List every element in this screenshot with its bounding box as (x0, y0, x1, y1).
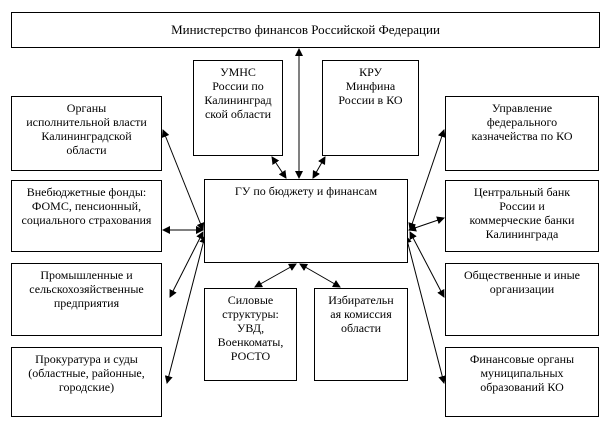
arrow-siloviye-gu (254, 263, 297, 288)
arrow-cb-gu (408, 216, 445, 232)
siloviye-box: Силовые структуры: УВД, Военкоматы, РОСТ… (204, 288, 297, 381)
izbirkom-box: Избирательн ая комиссия области (314, 288, 408, 381)
public-orgs-box: Общественные и иные организации (445, 263, 599, 336)
gu-box: ГУ по бюджету и финансам (204, 179, 408, 263)
executive-box: Органы исполнительной власти Калининград… (11, 96, 162, 171)
arrow-mun-gu (403, 235, 447, 384)
funds-box: Внебюджетные фонды: ФОМС, пенсионный, со… (11, 180, 162, 252)
arrow-treasury-gu (408, 129, 446, 231)
kru-box: КРУ Минфина России в КО (322, 60, 419, 156)
umns-box: УМНС России по Калининград ской области (193, 60, 283, 156)
arrow-umns-gu (271, 156, 287, 179)
central-bank-box: Центральный банк России и коммерческие б… (445, 180, 599, 252)
arrow-exec-gu (161, 129, 205, 231)
ministry-box: Министерство финансов Российской Федерац… (11, 12, 600, 48)
arrow-kru-gu (312, 156, 326, 179)
arrow-orgs-gu (409, 231, 445, 298)
arrow-courts-gu (164, 235, 208, 384)
arrow-izbirkom-gu (299, 263, 341, 288)
industry-box: Промышленные и сельскохозяйственные пред… (11, 263, 162, 336)
treasury-box: Управление федерального казначейства по … (445, 96, 599, 171)
municipal-box: Финансовые органы муниципальных образова… (445, 347, 599, 417)
courts-box: Прокуратура и суды (областные, районные,… (11, 347, 162, 417)
